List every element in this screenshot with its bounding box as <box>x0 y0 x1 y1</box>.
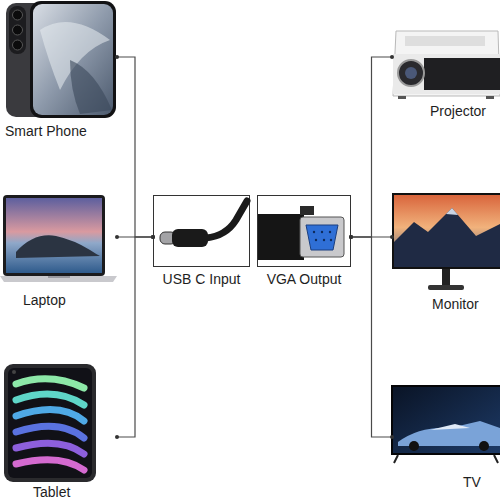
connector-dot <box>390 55 394 59</box>
adapter-node: USB C Input <box>153 195 250 287</box>
connector-dot <box>115 235 119 239</box>
connector-dot <box>349 235 353 239</box>
connector-dot <box>349 235 353 239</box>
device-label: USB C Input <box>153 271 250 287</box>
connector-dot <box>115 435 119 439</box>
adapter-node: VGA Output <box>257 195 351 287</box>
connector-line <box>349 55 394 239</box>
smartphone-illustration <box>6 1 116 118</box>
vga-port-illustration <box>258 196 351 267</box>
connector-dot <box>151 235 155 239</box>
device-node: Tablet <box>0 362 117 500</box>
connector-path <box>117 57 153 237</box>
device-label: VGA Output <box>257 271 351 287</box>
connector-line <box>115 55 155 239</box>
device-label: Monitor <box>392 296 500 312</box>
connector-path <box>117 236 153 237</box>
laptop-illustration <box>0 195 117 282</box>
connector-dot <box>151 235 155 239</box>
device-label: TV <box>392 474 500 490</box>
connector-path <box>117 237 153 437</box>
tv-illustration <box>391 385 500 463</box>
device-label: Tablet <box>0 484 117 500</box>
connector-dot <box>390 235 394 239</box>
connector-path <box>351 237 392 437</box>
device-label: Laptop <box>0 292 117 308</box>
connector-line <box>115 235 155 439</box>
projector-illustration <box>393 31 500 99</box>
connector-line <box>115 235 155 239</box>
connector-dot <box>151 235 155 239</box>
connector-path <box>351 57 392 237</box>
device-node: Monitor <box>392 192 500 312</box>
connector-line <box>349 235 394 439</box>
connector-dot <box>390 435 394 439</box>
connector-dot <box>115 55 119 59</box>
usb-c-plug-illustration <box>154 196 250 267</box>
device-label: Projector <box>392 103 500 119</box>
device-node: Projector <box>392 0 500 119</box>
device-node: TV <box>392 382 500 490</box>
connector-path <box>351 236 392 237</box>
device-node: Smart Phone <box>0 0 117 139</box>
tablet-illustration <box>4 364 96 482</box>
device-label: Smart Phone <box>0 123 117 139</box>
monitor-illustration <box>392 193 500 290</box>
connector-dot <box>349 235 353 239</box>
device-node: Laptop <box>0 192 117 308</box>
connector-line <box>349 235 394 239</box>
